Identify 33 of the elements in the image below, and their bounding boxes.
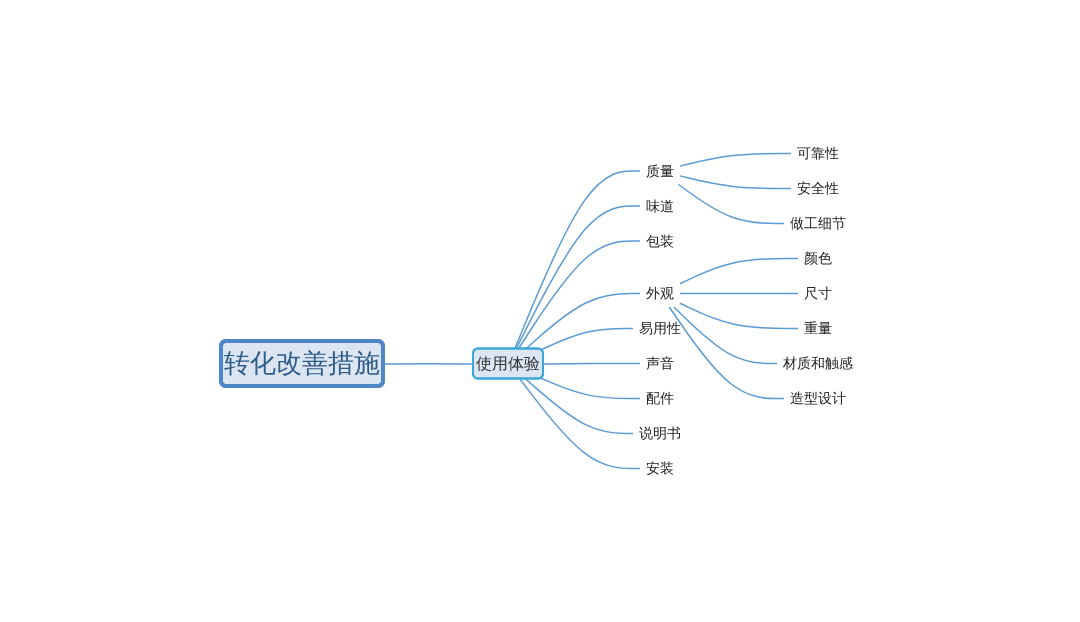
node-text: 声音 — [646, 355, 674, 371]
node-text: 造型设计 — [790, 390, 846, 406]
node-text: 做工细节 — [790, 215, 846, 231]
node-text: 安装 — [646, 460, 674, 476]
connector — [524, 378, 634, 435]
node-text: 安全性 — [797, 180, 839, 196]
node-text: 质量 — [646, 162, 674, 179]
node-text: 尺寸 — [804, 285, 832, 301]
connector — [517, 240, 641, 350]
connector — [524, 292, 641, 350]
node-text: 味道 — [646, 197, 674, 214]
connector — [677, 183, 785, 225]
connector — [679, 152, 792, 167]
connector — [540, 377, 641, 400]
connector — [519, 378, 641, 470]
connector — [668, 306, 785, 400]
connector — [673, 306, 778, 365]
connector — [679, 175, 792, 190]
connector — [514, 170, 641, 350]
node-text: 易用性 — [639, 320, 681, 336]
node-text: 外观 — [646, 285, 674, 301]
node-text: 说明书 — [639, 425, 681, 441]
node-text: 配件 — [646, 390, 674, 406]
connector — [679, 302, 799, 330]
connector — [515, 205, 641, 350]
connector — [679, 292, 799, 295]
connector — [679, 257, 799, 285]
node-text: 材质和触感 — [783, 355, 853, 371]
node-text: 可靠性 — [797, 145, 839, 161]
connector — [540, 327, 634, 351]
node-text: 颜色 — [804, 250, 832, 266]
node-text: 重量 — [804, 320, 832, 336]
node-text: 包装 — [646, 232, 674, 249]
